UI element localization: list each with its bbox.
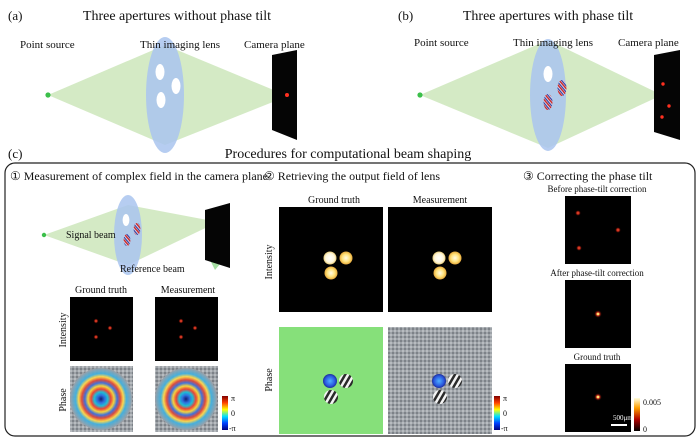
spot-b-2 [667,104,671,108]
s1-row-intensity: Intensity [58,313,69,348]
s3-after-label: After phase-tilt correction [550,268,644,278]
s2-gt-phase-flat [323,374,337,388]
panel-a-tag: (a) [8,8,22,23]
s2-col-measurement: Measurement [413,195,468,206]
step-2: ② Retrieving the output field of lens Gr… [264,169,508,434]
s1-col-ground-truth: Ground truth [75,285,127,296]
spot-b-3 [660,115,664,119]
s3-cb-bot: 0 [643,425,647,434]
s3-after-spot-core [596,312,600,316]
label-signal-beam: Signal beam [66,230,116,241]
s1-gt-phase-rings [70,368,132,430]
aperture-b-2 [557,80,567,96]
aperture-b-3 [543,94,553,110]
point-source-c [41,232,47,238]
panel-c-tag: (c) [8,146,22,161]
lens-a [146,37,184,153]
s3-before-spot-3 [576,245,582,251]
label-lens-b: Thin imaging lens [513,37,593,49]
panel-a-title: Three apertures without phase tilt [83,9,271,24]
camera-plane-b [654,50,680,140]
camera-plane-a [272,50,297,140]
s1-row-phase: Phase [58,388,69,412]
s1-col-measurement: Measurement [161,285,216,296]
spot-b-1 [661,82,665,86]
aperture-c-1 [122,214,130,226]
s1-gt-spot-2 [107,325,113,331]
s3-gt-spot-core [596,395,600,399]
s1-gt-intensity [70,297,133,361]
label-point-source-a: Point source [20,39,75,51]
aperture-c-2 [133,223,141,235]
step-1: ① Measurement of complex field in the ca… [10,169,268,433]
focus-spot-a [285,93,289,97]
s3-before-label: Before phase-tilt correction [548,184,647,194]
s2-meas-phase-flat [432,374,446,388]
s2-meas-spot-1 [432,251,446,265]
aperture-a-2 [171,78,181,94]
s1-gt-spot-3 [93,334,99,340]
s1-meas-spot-1 [178,318,184,324]
aperture-c-3 [123,234,131,246]
step-3: ③ Correcting the phase tilt Before phase… [523,169,661,434]
s1-gt-spot-1 [93,318,99,324]
s2-cb-top: π [503,394,507,403]
s2-row-intensity: Intensity [264,245,275,280]
s1-meas-intensity [155,297,218,361]
point-source-b [417,92,423,98]
s2-gt-spot-2 [339,251,353,265]
s2-colorbar [494,396,500,430]
s1-meas-phase-rings [155,368,217,430]
s2-gt-spot-3 [324,266,338,280]
s3-cb-top: 0.005 [643,398,661,407]
s3-before-image [565,196,631,264]
panel-c-title: Procedures for computational beam shapin… [225,147,471,162]
s2-col-ground-truth: Ground truth [308,195,360,206]
label-point-source-b: Point source [414,37,469,49]
label-lens-a: Thin imaging lens [140,39,220,51]
label-reference-beam: Reference beam [120,264,185,275]
s1-cb-top: π [231,394,235,403]
s2-cb-mid: 0 [503,409,507,418]
label-camera-a: Camera plane [244,39,305,51]
s2-cb-bot: -π [501,424,508,433]
panel-b: (b) Three apertures with phase tilt Poin… [398,8,680,151]
s2-row-phase: Phase [264,368,275,392]
s3-before-spot-1 [575,210,581,216]
step-3-title: ③ Correcting the phase tilt [523,169,653,183]
s2-meas-phase-tilt-1 [448,374,462,388]
s2-gt-phase-tilt-1 [339,374,353,388]
s1-meas-spot-3 [178,334,184,340]
point-source-a [45,92,51,98]
s2-meas-phase-tilt-2 [433,390,447,404]
s2-meas-spot-2 [448,251,462,265]
s1-meas-spot-2 [192,325,198,331]
label-camera-b: Camera plane [618,37,679,49]
camera-plane-c [205,203,230,268]
aperture-a-3 [156,92,166,108]
s1-cb-mid: 0 [231,409,235,418]
step-1-title: ① Measurement of complex field in the ca… [10,169,268,183]
s3-colorbar [634,398,640,431]
panel-a: (a) Three apertures without phase tilt P… [8,8,305,153]
s3-before-spot-2 [615,227,621,233]
s1-colorbar [222,396,228,430]
s3-gt-label: Ground truth [574,352,621,362]
s2-meas-spot-3 [433,266,447,280]
scale-bar-label: 500μm [613,414,633,422]
panel-b-title: Three apertures with phase tilt [463,9,633,24]
s2-gt-phase-tilt-2 [324,390,338,404]
aperture-a-1 [155,64,165,80]
panel-c-frame [4,162,696,437]
panel-b-tag: (b) [398,8,413,23]
aperture-b-1 [543,66,553,82]
panel-c: (c) Procedures for computational beam sh… [4,146,696,437]
s1-cb-bot: -π [229,424,236,433]
step-2-title: ② Retrieving the output field of lens [264,169,440,183]
s2-gt-spot-1 [323,251,337,265]
